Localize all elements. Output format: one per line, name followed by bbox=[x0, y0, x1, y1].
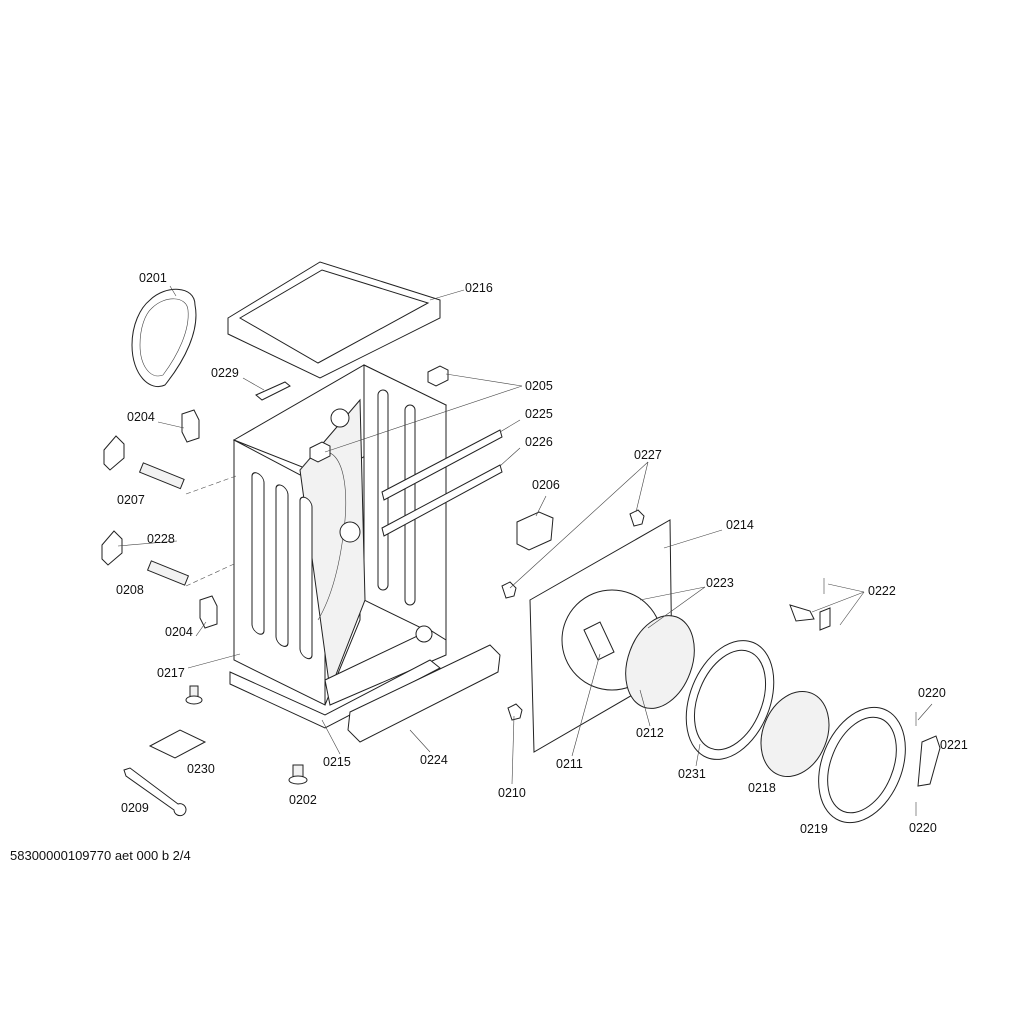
callout-0231[interactable]: 0231 bbox=[678, 767, 706, 781]
callout-0227[interactable]: 0227 bbox=[634, 448, 662, 462]
callout-0211[interactable]: 0211 bbox=[556, 757, 583, 771]
leader-lines bbox=[117, 285, 933, 785]
callout-0209[interactable]: 0209 bbox=[121, 801, 149, 815]
callout-0217[interactable]: 0217 bbox=[157, 666, 185, 680]
callout-0202[interactable]: 0202 bbox=[289, 793, 317, 807]
part-0222-lock[interactable] bbox=[789, 604, 831, 631]
part-0225-0226-rails[interactable] bbox=[381, 429, 503, 537]
callout-0224[interactable]: 0224 bbox=[420, 753, 448, 767]
part-0217-cabinet[interactable] bbox=[229, 364, 448, 729]
callout-0210[interactable]: 0210 bbox=[498, 786, 526, 800]
part-0205[interactable] bbox=[427, 365, 449, 387]
part-0212-gasket[interactable] bbox=[614, 606, 707, 718]
part-0227b[interactable] bbox=[629, 509, 645, 527]
part-0218-glass[interactable] bbox=[749, 681, 841, 787]
part-0202-foot[interactable] bbox=[288, 764, 308, 785]
callout-0220[interactable]: 0220 bbox=[918, 686, 946, 700]
part-0224-plinth[interactable] bbox=[347, 644, 501, 743]
part-0207-spring[interactable] bbox=[138, 462, 185, 490]
part-0205b[interactable] bbox=[309, 441, 331, 463]
part-0229[interactable] bbox=[255, 381, 291, 401]
callout-0212[interactable]: 0212 bbox=[636, 726, 664, 740]
part-0201-seal[interactable] bbox=[131, 288, 197, 387]
part-0210[interactable] bbox=[507, 703, 523, 721]
part-0216-top-cover[interactable] bbox=[227, 261, 441, 379]
callout-0228[interactable]: 0228 bbox=[147, 532, 175, 546]
callout-0221[interactable]: 0221 bbox=[940, 738, 968, 752]
document-id: 58300000109770 aet 000 b 2/4 bbox=[10, 848, 191, 863]
callout-0208[interactable]: 0208 bbox=[116, 583, 144, 597]
part-0221-handle[interactable] bbox=[917, 735, 941, 787]
part-0207-bracket[interactable] bbox=[103, 435, 125, 471]
callout-0229[interactable]: 0229 bbox=[211, 366, 239, 380]
callout-0226[interactable]: 0226 bbox=[525, 435, 553, 449]
part-0206[interactable] bbox=[516, 511, 554, 551]
callout-0201[interactable]: 0201 bbox=[139, 271, 167, 285]
callout-0206[interactable]: 0206 bbox=[532, 478, 560, 492]
callout-0205[interactable]: 0205 bbox=[525, 379, 553, 393]
callout-0222[interactable]: 0222 bbox=[868, 584, 896, 598]
callout-0207[interactable]: 0207 bbox=[117, 493, 145, 507]
part-0228[interactable] bbox=[101, 530, 123, 566]
callout-0219[interactable]: 0219 bbox=[800, 822, 828, 836]
callout-0204-lower[interactable]: 0204 bbox=[165, 625, 193, 639]
callout-0225[interactable]: 0225 bbox=[525, 407, 553, 421]
callout-0204[interactable]: 0204 bbox=[127, 410, 155, 424]
part-0204-bottom[interactable] bbox=[199, 595, 218, 629]
callout-0220-lower[interactable]: 0220 bbox=[909, 821, 937, 835]
callout-0230[interactable]: 0230 bbox=[187, 762, 215, 776]
callout-0216[interactable]: 0216 bbox=[465, 281, 493, 295]
part-0208-spring[interactable] bbox=[146, 560, 190, 586]
part-0230-plate[interactable] bbox=[148, 729, 207, 759]
part-0204-top[interactable] bbox=[181, 409, 200, 443]
part-0209-wrench[interactable] bbox=[123, 767, 187, 817]
callout-0215[interactable]: 0215 bbox=[323, 755, 351, 769]
part-0230-foot[interactable] bbox=[185, 685, 203, 705]
callout-0223[interactable]: 0223 bbox=[706, 576, 734, 590]
dashed-guide-lines bbox=[185, 475, 237, 587]
callout-0214[interactable]: 0214 bbox=[726, 518, 754, 532]
callout-0218[interactable]: 0218 bbox=[748, 781, 776, 795]
